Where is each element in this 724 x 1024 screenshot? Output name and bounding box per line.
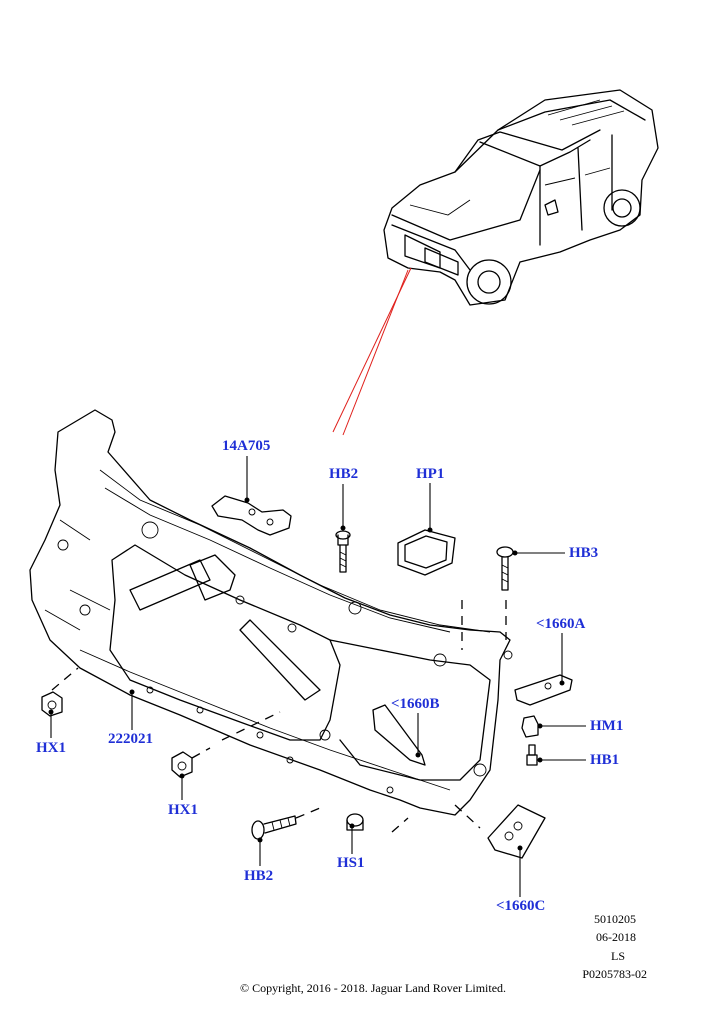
diagram-date: 06-2018: [596, 930, 636, 944]
callout-14A705[interactable]: 14A705: [222, 438, 271, 454]
front-end-carrier: [29, 409, 513, 816]
copyright-notice: © Copyright, 2016 - 2018. Jaguar Land Ro…: [239, 981, 507, 995]
bolt-HB1: [526, 744, 538, 766]
assembly-line-hb2-bottom: [295, 807, 321, 819]
bracket-14A705: [211, 495, 292, 536]
bracket-1660A: [514, 674, 573, 706]
callout-HB1[interactable]: HB1: [590, 752, 620, 768]
leader-lines: [48, 456, 586, 897]
diagram-region: LS: [610, 949, 625, 963]
bolt-HB2-top: [335, 530, 351, 573]
nut-HX1-mid: [171, 751, 193, 778]
red-leader-line-2: [342, 269, 409, 436]
callout-HP1[interactable]: HP1: [416, 466, 445, 482]
callout-1660B[interactable]: <1660B: [391, 696, 440, 712]
diagram-part-ref: P0205783-02: [582, 967, 647, 981]
diagram-code: 5010205: [594, 912, 636, 926]
bolt-HB2-bottom: [251, 815, 297, 840]
assembly-line-hx1-left: [51, 667, 79, 691]
callout-222021[interactable]: 222021: [108, 731, 153, 747]
callout-HB2-bottom[interactable]: HB2: [244, 868, 274, 884]
callout-HX1-mid[interactable]: HX1: [168, 802, 198, 818]
callout-HB2-top[interactable]: HB2: [329, 466, 359, 482]
part-HP1: [397, 529, 456, 576]
assembly-line-hx1-mid: [191, 747, 211, 759]
callout-HM1[interactable]: HM1: [590, 718, 624, 734]
part-HS1: [346, 813, 364, 831]
assembly-line-1660c: [454, 804, 481, 829]
assembly-line-center: [221, 711, 281, 741]
callout-HB3[interactable]: HB3: [569, 545, 599, 561]
bracket-1660C: [487, 804, 546, 859]
callout-1660A[interactable]: <1660A: [536, 616, 586, 632]
callout-1660C[interactable]: <1660C: [496, 898, 546, 914]
vehicle-illustration: [383, 89, 659, 306]
assembly-line-hs1: [391, 817, 409, 833]
bracket-1660B: [372, 704, 426, 766]
bolt-HB3: [496, 546, 514, 591]
callout-HS1[interactable]: HS1: [337, 855, 365, 871]
part-HM1: [521, 715, 539, 738]
nut-HX1-left: [41, 691, 63, 717]
callout-HX1-left[interactable]: HX1: [36, 740, 66, 756]
